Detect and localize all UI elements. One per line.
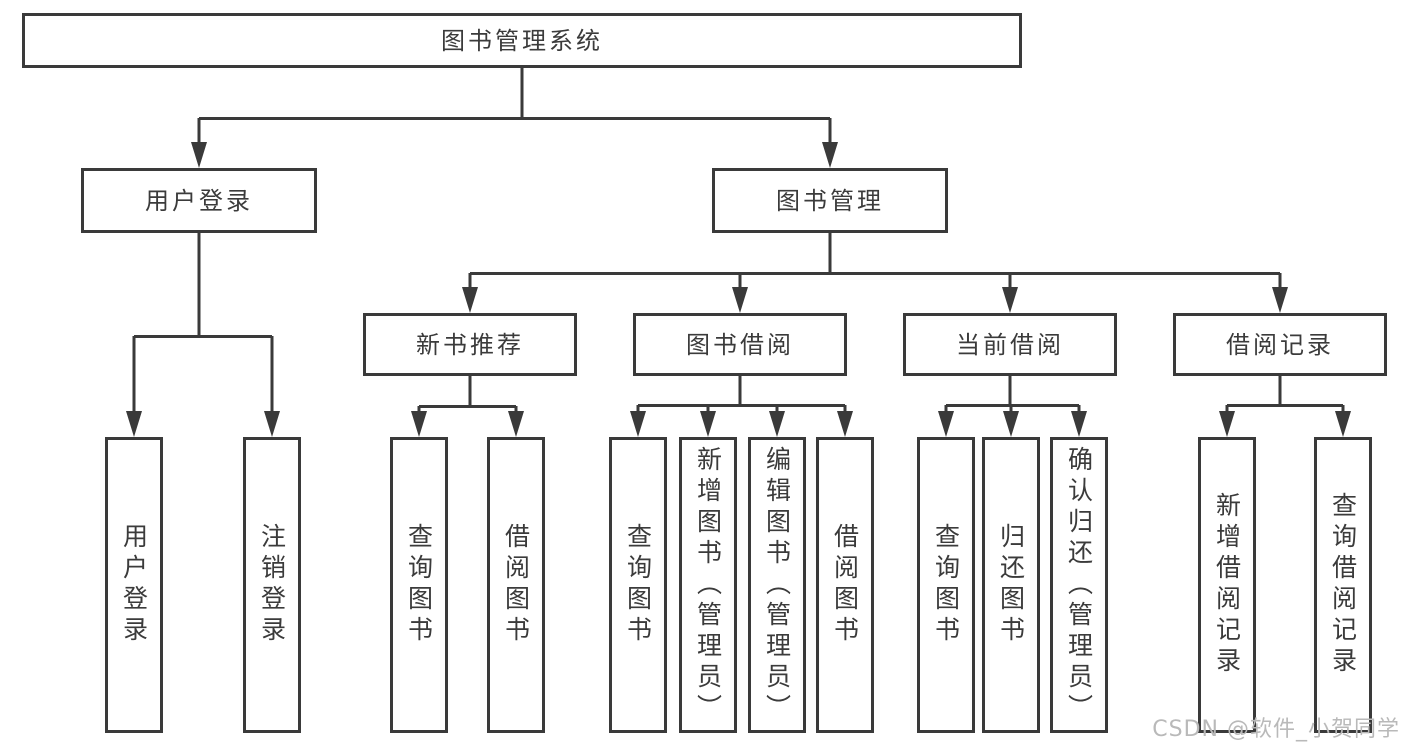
leaf-user-login: 用户登录 — [105, 437, 163, 733]
node-user-login: 用户登录 — [81, 168, 317, 233]
node-new-book-recommendation: 新书推荐 — [363, 313, 577, 376]
node-current-borrowing: 当前借阅 — [903, 313, 1117, 376]
node-library-system-label: 图书管理系统 — [441, 26, 603, 55]
leaf-query-books-recommend: 查询图书 — [390, 437, 448, 733]
leaf-query-borrow-record-label: 查询借阅记录 — [1328, 492, 1358, 678]
node-user-login-label: 用户登录 — [145, 186, 253, 215]
node-borrowing-records: 借阅记录 — [1173, 313, 1387, 376]
node-book-management: 图书管理 — [712, 168, 948, 233]
node-new-book-recommendation-label: 新书推荐 — [416, 330, 524, 359]
arrowheads — [126, 142, 1351, 437]
leaf-return-books: 归还图书 — [982, 437, 1040, 733]
leaf-query-borrow-record: 查询借阅记录 — [1314, 437, 1372, 733]
node-book-borrowing: 图书借阅 — [633, 313, 847, 376]
leaf-edit-books-admin-label: 编辑图书（管理员） — [762, 445, 792, 725]
leaf-add-borrow-record: 新增借阅记录 — [1198, 437, 1256, 733]
leaf-logout: 注销登录 — [243, 437, 301, 733]
leaf-borrow-books-recommend-label: 借阅图书 — [501, 523, 531, 647]
leaf-return-books-label: 归还图书 — [996, 523, 1026, 647]
leaf-query-books-current: 查询图书 — [917, 437, 975, 733]
leaf-user-login-label: 用户登录 — [119, 523, 149, 647]
leaf-query-books-borrow: 查询图书 — [609, 437, 667, 733]
leaf-borrow-books: 借阅图书 — [816, 437, 874, 733]
leaf-add-books-admin: 新增图书（管理员） — [679, 437, 737, 733]
csdn-watermark: CSDN @软件_小贺同学 — [1152, 717, 1400, 742]
leaf-add-books-admin-label: 新增图书（管理员） — [693, 445, 723, 725]
node-current-borrowing-label: 当前借阅 — [956, 330, 1064, 359]
node-library-system: 图书管理系统 — [22, 13, 1022, 68]
leaf-confirm-return-admin: 确认归还（管理员） — [1050, 437, 1108, 733]
node-book-management-label: 图书管理 — [776, 186, 884, 215]
node-borrowing-records-label: 借阅记录 — [1226, 330, 1334, 359]
leaf-confirm-return-admin-label: 确认归还（管理员） — [1064, 445, 1094, 725]
leaf-query-books-borrow-label: 查询图书 — [623, 523, 653, 647]
leaf-borrow-books-recommend: 借阅图书 — [487, 437, 545, 733]
leaf-logout-label: 注销登录 — [257, 523, 287, 647]
leaf-borrow-books-label: 借阅图书 — [830, 523, 860, 647]
leaf-add-borrow-record-label: 新增借阅记录 — [1212, 492, 1242, 678]
leaf-edit-books-admin: 编辑图书（管理员） — [748, 437, 806, 733]
node-book-borrowing-label: 图书借阅 — [686, 330, 794, 359]
leaf-query-books-recommend-label: 查询图书 — [404, 523, 434, 647]
leaf-query-books-current-label: 查询图书 — [931, 523, 961, 647]
